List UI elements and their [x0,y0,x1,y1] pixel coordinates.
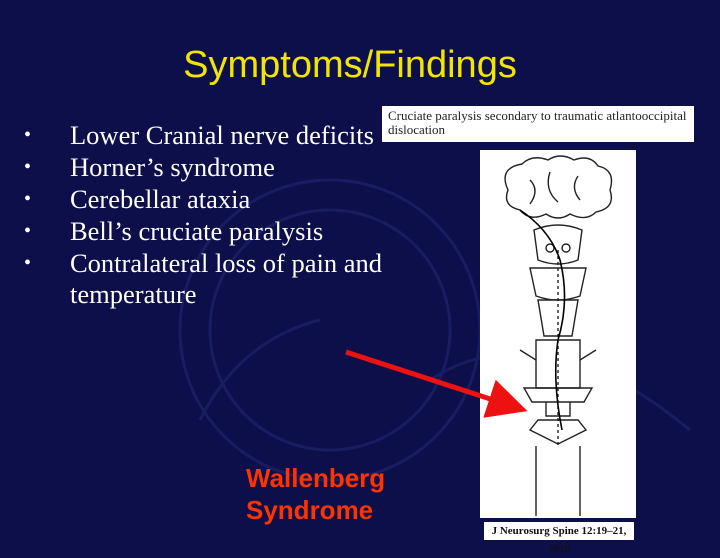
highlight-line-1: Wallenberg [246,463,386,493]
slide-title: Symptoms/Findings [183,44,517,86]
bullet-item: •Bell’s cruciate paralysis [24,216,324,246]
bullet-icon: • [24,252,32,274]
bullet-item: •Cerebellar ataxia [24,184,251,214]
wallenberg-syndrome-label: Wallenberg Syndrome [246,462,385,526]
bullet-icon: • [24,156,32,178]
figure-source: J Neurosurg Spine 12:19–21, 2010 [484,522,634,555]
bullet-item: •Horner’s syndrome [24,152,275,182]
bullet-item: •Contralateral loss of pain and temperat… [24,248,383,309]
highlight-line-2: Syndrome [246,495,374,525]
bullet-icon: • [24,124,32,146]
neuroanatomy-figure [480,150,636,518]
bullet-list: •Lower Cranial nerve deficits •Horner’s … [22,120,392,311]
bullet-icon: • [24,188,32,210]
bullet-item: •Lower Cranial nerve deficits [24,120,374,150]
brainstem-diagram-image [504,155,613,516]
figure-caption: Cruciate paralysis secondary to traumati… [382,106,694,142]
bullet-icon: • [24,220,32,242]
